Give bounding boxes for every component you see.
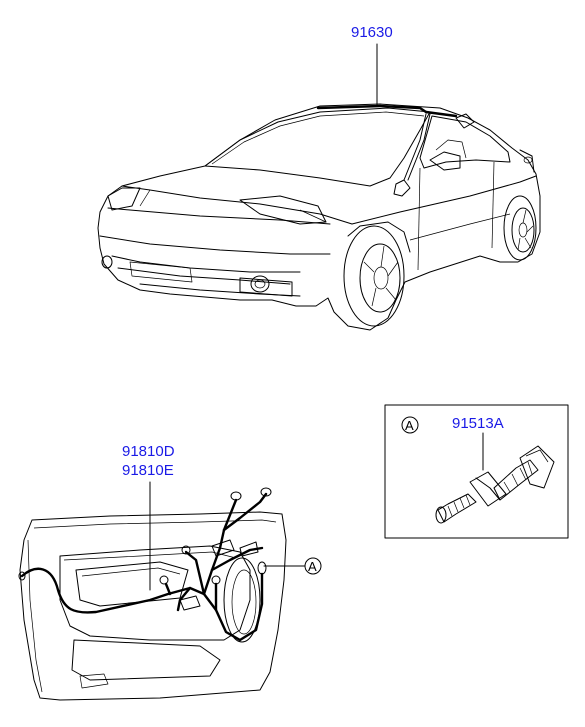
car-illustration xyxy=(97,43,541,331)
detail-box-a: A xyxy=(384,404,569,539)
door-trim-illustration xyxy=(19,511,287,701)
door-wiring-harness xyxy=(18,487,272,642)
part-label-roof-harness[interactable]: 91630 xyxy=(351,24,393,41)
part-label-grommet[interactable]: 91513A xyxy=(452,415,504,432)
detail-ref-letter: A xyxy=(405,418,414,433)
door-callout-circle xyxy=(304,557,322,575)
part-label-door-harness-d[interactable]: 91810D xyxy=(122,443,175,460)
part-label-door-harness-e[interactable]: 91810E xyxy=(122,462,174,479)
grommet-illustration xyxy=(435,445,555,524)
door-callout-letter: A xyxy=(308,559,317,574)
